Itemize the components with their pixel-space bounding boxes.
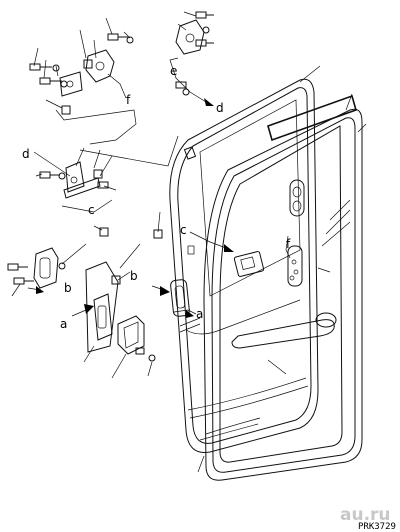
reference-labels: e d f d c c f b b a a [22, 64, 291, 331]
lower-latch [33, 247, 59, 289]
inside-lock-plate [233, 179, 305, 287]
nut [93, 169, 103, 179]
bolt [107, 33, 128, 41]
bolts [7, 11, 214, 362]
washer [60, 80, 68, 88]
nut [99, 227, 109, 237]
drawing-code: PRK3729 [358, 522, 396, 532]
bolt [195, 11, 214, 19]
arrow-a-left [84, 304, 94, 314]
label-c-right: c [180, 223, 187, 237]
nut [61, 105, 71, 115]
label-e: e [170, 64, 177, 78]
arrow-a-right [186, 310, 194, 318]
washer [126, 36, 134, 44]
label-c-left: c [88, 203, 95, 217]
bolt [135, 347, 145, 355]
label-d-left: d [22, 147, 30, 161]
bolt [39, 171, 60, 179]
washer [182, 88, 190, 96]
watermark: au.ru [340, 505, 391, 525]
leader-lines [11, 11, 367, 473]
grab-bar [231, 312, 337, 349]
door-striker [183, 146, 197, 255]
arrow-e [204, 98, 214, 106]
bolt [97, 181, 109, 189]
label-b-left: b [64, 281, 72, 295]
bolt [195, 39, 214, 47]
middle-hinge [63, 161, 101, 199]
label-a-left: a [60, 317, 67, 331]
arrow-c [224, 244, 234, 252]
bolt [7, 263, 28, 271]
bolt [39, 77, 62, 85]
label-f-top: f [126, 93, 131, 107]
striker-plate [85, 261, 119, 353]
label-a-right: a [196, 307, 203, 321]
bolt [29, 63, 52, 71]
nut [111, 275, 121, 285]
washer [58, 262, 66, 270]
washer [202, 26, 210, 34]
latch-block [117, 315, 145, 355]
door-panel [169, 78, 319, 454]
arrow-b-right [160, 286, 170, 296]
label-f-right: f [286, 237, 291, 251]
bolt [175, 81, 187, 89]
washer [148, 354, 156, 362]
washer [58, 172, 66, 180]
top-hinge-bracket [175, 19, 205, 55]
arrow-b-left [36, 286, 44, 294]
label-d-top: d [216, 101, 224, 115]
reference-lines [27, 57, 291, 318]
label-b-right: b [130, 269, 138, 283]
washer [52, 64, 60, 72]
glass-frame [199, 94, 363, 481]
nut [83, 59, 93, 69]
outer-handle-recess [170, 279, 201, 333]
bolt [13, 277, 34, 285]
upper-hinge [59, 49, 115, 97]
